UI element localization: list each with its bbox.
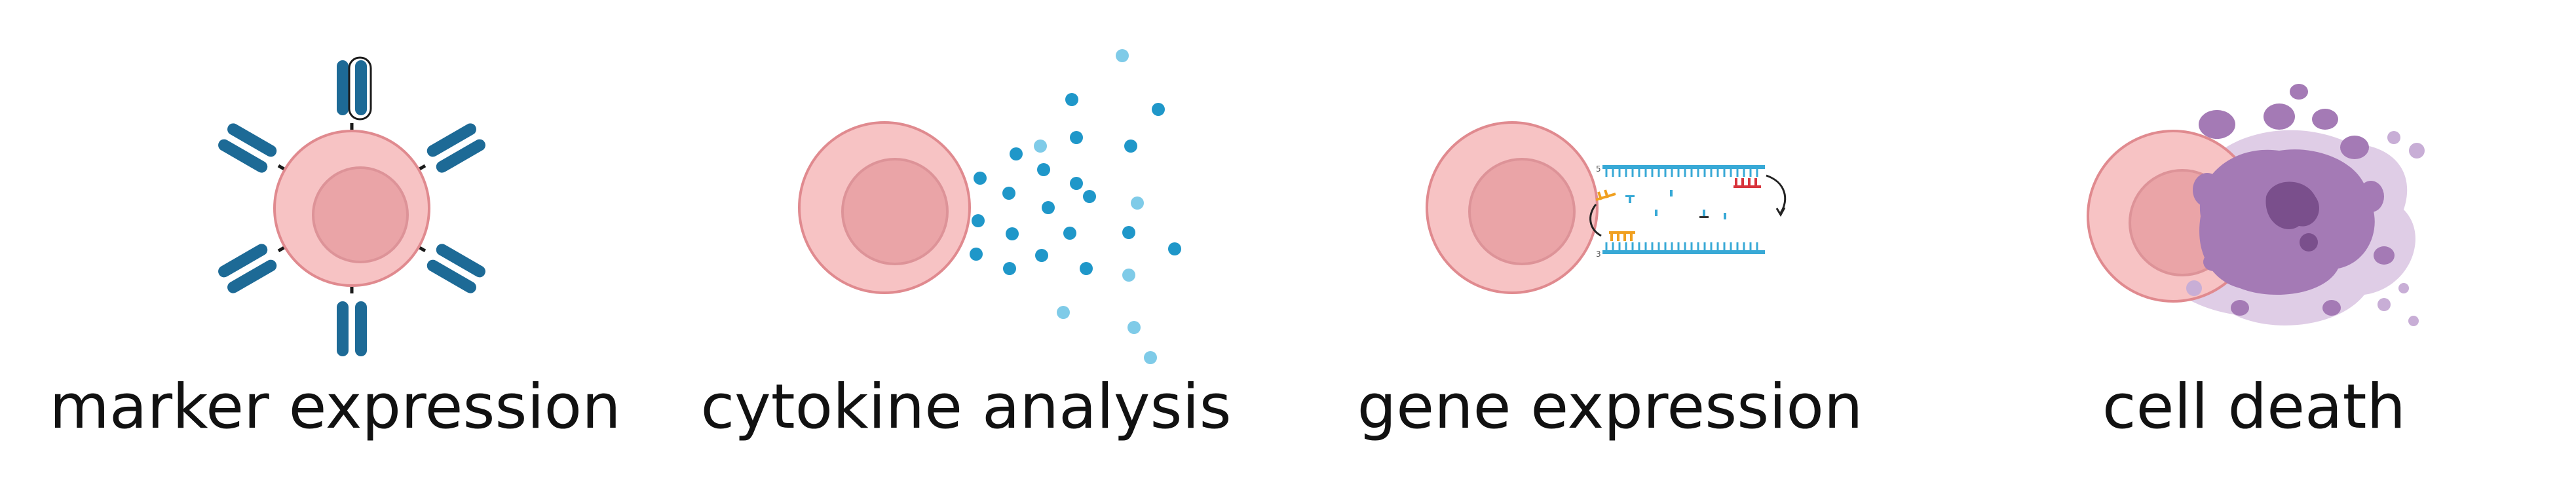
marker-expression-label: marker expression: [49, 371, 621, 443]
cytokine-dots: [970, 93, 1181, 275]
cell-death-icon: [2087, 84, 2425, 326]
cell-nucleus: [1468, 158, 1576, 265]
amplification-arrow: [1589, 204, 1602, 237]
antibody-icon: [216, 121, 280, 176]
antibody-icon: [424, 241, 488, 296]
cell-nucleus: [312, 166, 409, 263]
gene-expression-label: gene expression: [1357, 371, 1863, 443]
antibody-icon: [216, 241, 280, 296]
cytokine-dots-light: [1034, 49, 1157, 364]
nucleotides: [1625, 190, 1726, 219]
cell-death-label: cell death: [2102, 371, 2406, 443]
panel-marker-expression: marker expression: [13, 0, 657, 486]
cytokine-analysis-label: cytokine analysis: [700, 371, 1232, 443]
gene-expression-cell-icon: 53: [1426, 121, 1787, 294]
cytokine-cell-icon: [798, 49, 1181, 364]
svg-text:3: 3: [1596, 250, 1601, 259]
svg-text:5: 5: [1596, 164, 1601, 174]
panel-cytokine-analysis: cytokine analysis: [644, 0, 1288, 486]
dna-strand-bottom: [1602, 231, 1765, 254]
primer-orange-top: [1595, 189, 1616, 201]
antibody-icon: [334, 58, 369, 118]
antibody-icon: [334, 299, 369, 359]
debris-particles: [2186, 131, 2425, 326]
cell-nucleus: [841, 158, 949, 265]
fragmented-nucleus: [2265, 181, 2319, 252]
antibody-cell-icon: [216, 56, 488, 359]
panel-cell-death: cell death: [1932, 0, 2576, 486]
dna-strand-top: [1602, 165, 1787, 217]
antibody-icon: [424, 121, 488, 176]
